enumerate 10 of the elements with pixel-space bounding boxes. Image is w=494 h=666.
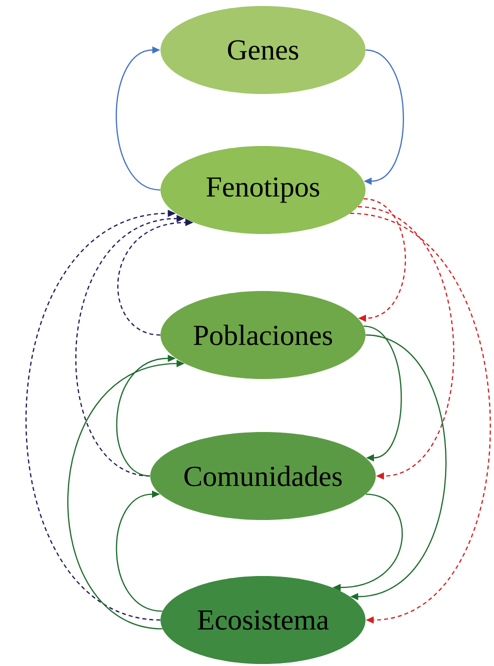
ellipse-node: Poblaciones	[160, 291, 366, 379]
arrow	[116, 490, 162, 612]
ellipse-node: Genes	[160, 6, 366, 94]
arrow	[350, 212, 491, 624]
arrow	[358, 206, 454, 480]
ellipse-node: Comunidades	[150, 432, 376, 520]
ellipse-node: Fenotipos	[160, 146, 366, 234]
arrow	[116, 46, 160, 191]
ellipse-node: Ecosistema	[160, 576, 366, 664]
arrow	[364, 326, 402, 462]
